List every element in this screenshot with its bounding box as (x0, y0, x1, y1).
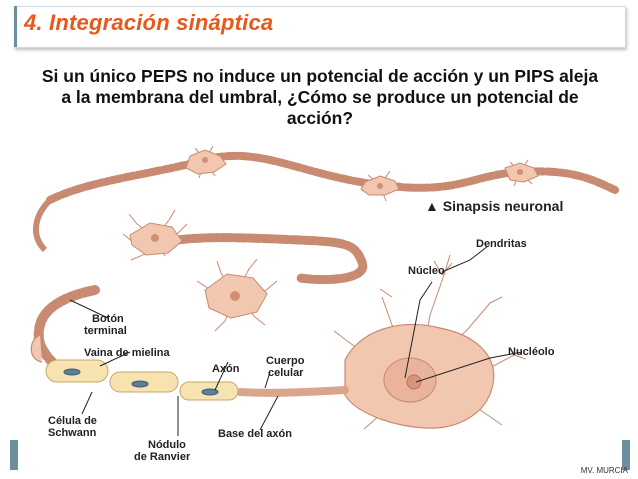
label-nucleo: Núcleo (408, 265, 445, 277)
label-cuerpo-1: Cuerpo (266, 355, 305, 367)
footer-author: MV. MURCIA (580, 466, 628, 475)
title-accent-bar (14, 6, 17, 47)
title-box (14, 6, 626, 48)
label-boton-1: Botón (92, 313, 124, 325)
label-boton-2: terminal (84, 325, 127, 337)
label-cuerpo-2: celular (268, 367, 304, 379)
left-accent-strip (10, 440, 18, 470)
label-vaina: Vaina de mielina (84, 347, 170, 359)
label-nodulo-2: de Ranvier (134, 451, 191, 463)
caption-label: ▲ Sinapsis neuronal (425, 198, 563, 214)
label-celula-2: Schwann (48, 427, 97, 439)
label-celula-1: Célula de (48, 415, 97, 427)
label-nucleolo: Nucléolo (508, 346, 555, 358)
slide-title: 4. Integración sináptica (24, 10, 274, 35)
label-nodulo-1: Nódulo (148, 439, 186, 451)
label-axon: Axón (212, 363, 240, 375)
right-accent-strip (622, 440, 630, 470)
label-dendritas: Dendritas (476, 238, 527, 250)
label-base-axon: Base del axón (218, 428, 292, 440)
question-text: Si un único PEPS no induce un potencial … (41, 66, 599, 128)
